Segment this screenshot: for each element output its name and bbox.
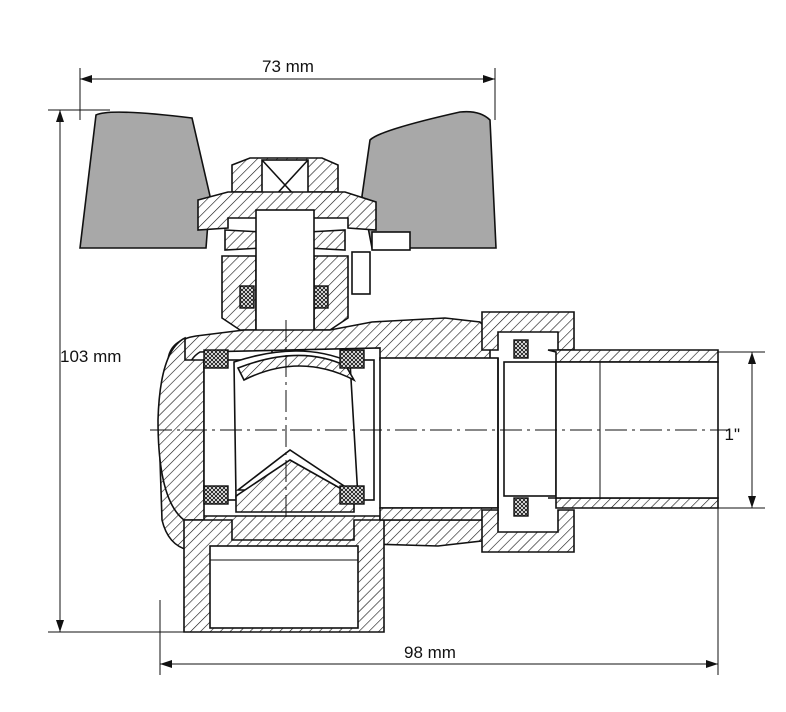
centerlines xyxy=(150,320,730,520)
valve-body xyxy=(157,317,499,633)
top-width-label: 73 mm xyxy=(262,57,314,76)
butterfly-handle xyxy=(79,110,497,249)
height-dimension: 103 mm xyxy=(48,109,190,633)
thread-dimension: 1" xyxy=(718,351,765,509)
thread-label: 1" xyxy=(725,425,741,444)
top-width-dimension: 73 mm xyxy=(79,57,496,120)
height-label: 103 mm xyxy=(60,347,121,366)
male-tailpiece xyxy=(547,349,719,509)
bottom-width-dimension: 98 mm xyxy=(159,508,719,675)
bottom-width-label: 98 mm xyxy=(404,643,456,662)
